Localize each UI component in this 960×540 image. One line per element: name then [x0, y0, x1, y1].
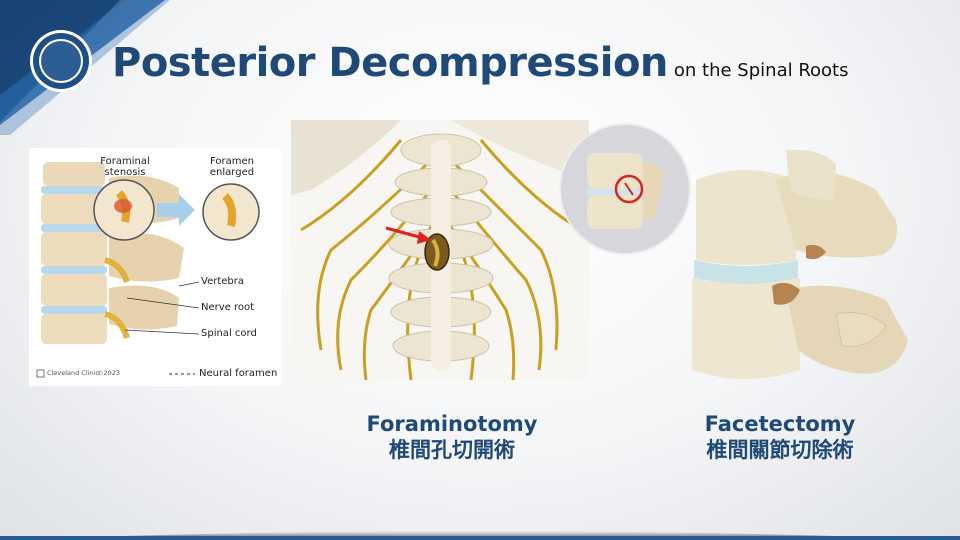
label-neural-foramen: Neural foramen: [199, 368, 278, 379]
page-title: Posterior Decompression: [112, 40, 668, 86]
page-subtitle: on the Spinal Roots: [673, 60, 849, 81]
facetectomy-label-zh: 椎間關節切除術: [706, 438, 854, 462]
facet-inset-figure: [559, 123, 691, 255]
foraminotomy-label-zh: 椎間孔切開術: [389, 438, 515, 462]
bottom-bar-decoration: [0, 531, 960, 540]
facetectomy-label: Facetectomy: [704, 412, 856, 436]
title-row: Posterior Decompression on the Spinal Ro…: [112, 40, 848, 86]
credit-org: Cleveland Clinic: [47, 369, 99, 377]
spine-illustration: [36, 162, 260, 378]
credit-year: ©2023: [97, 369, 121, 377]
facet-inset-illustration: [559, 123, 691, 255]
label-spinal-cord: Spinal cord: [201, 328, 257, 339]
cervical-spine-illustration: [291, 120, 589, 380]
foraminotomy-label: Foraminotomy: [366, 412, 538, 436]
ring-logo-icon: [30, 30, 92, 92]
label-nerve-root: Nerve root: [201, 302, 255, 313]
foraminotomy-figure: [291, 120, 589, 380]
lumbar-vertebrae-illustration: [692, 150, 908, 379]
label-foraminal-stenosis: Foraminal stenosis: [100, 156, 150, 178]
foraminal-stenosis-figure: Foraminal stenosis Foramen enlarged Vert…: [29, 148, 281, 386]
facetectomy-caption: Facetectomy 椎間關節切除術: [680, 411, 880, 463]
foraminotomy-caption: Foraminotomy 椎間孔切開術: [352, 411, 552, 463]
label-vertebra: Vertebra: [201, 276, 244, 287]
label-foramen-enlarged: Foramen enlarged: [209, 156, 255, 178]
facetectomy-figure: [686, 150, 922, 390]
